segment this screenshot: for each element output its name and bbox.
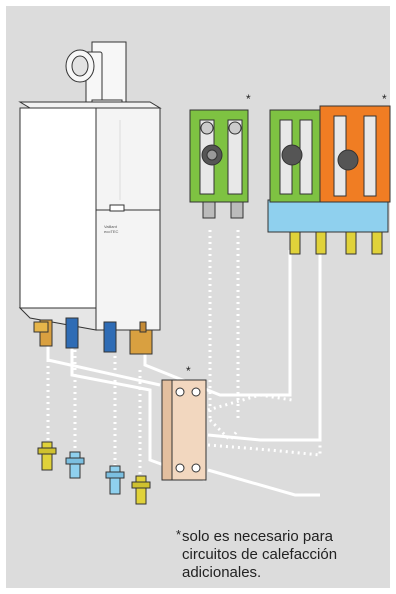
- manifold-outlet-2: [316, 232, 326, 254]
- footnote-line-3: adicionales.: [182, 564, 382, 582]
- dotted-line-exchanger-1: [208, 395, 292, 410]
- fitting-brass-1-valve: [34, 322, 48, 332]
- boiler-front-left: [20, 108, 96, 308]
- boiler-label: Vaillant ecoTEC: [104, 224, 118, 234]
- module-single-outlet-2: [231, 202, 243, 218]
- heat-exchanger-port-2: [192, 388, 200, 396]
- footnote-asterisk: *: [176, 526, 181, 544]
- solid-connection-module-1: [145, 250, 290, 395]
- fitting-brass-2: [130, 330, 152, 354]
- manifold-outlet-3: [346, 232, 356, 254]
- fitting-blue-1: [66, 318, 78, 348]
- boiler-label-line2: ecoTEC: [104, 229, 118, 234]
- fitting-lightblue-1: [70, 452, 80, 478]
- fitting-yellow-2: [136, 476, 146, 504]
- module-green-pump: [282, 145, 302, 165]
- dotted-line-exchanger-2: [208, 260, 320, 455]
- loose-fittings: [38, 442, 150, 504]
- module-double-marker: *: [382, 92, 387, 106]
- fitting-blue-2: [104, 322, 116, 352]
- module-single-gauge-2: [229, 122, 241, 134]
- manifold-outlet-4: [372, 232, 382, 254]
- single-circuit-module: [190, 110, 248, 218]
- fitting-yellow-1: [42, 442, 52, 470]
- boiler: [20, 102, 160, 330]
- heat-exchanger-side: [162, 380, 172, 480]
- heat-exchanger: [162, 380, 206, 480]
- heat-exchanger-port-1: [176, 388, 184, 396]
- fitting-yellow-2-nut: [132, 482, 150, 488]
- module-single-outlet-1: [203, 202, 215, 218]
- module-single-gauge-1: [201, 122, 213, 134]
- fitting-lightblue-1-nut: [66, 458, 84, 464]
- heat-exchanger-port-4: [192, 464, 200, 472]
- module-orange-pump: [338, 150, 358, 170]
- footnote-line-2: circuitos de calefacción: [182, 546, 382, 564]
- boiler-display: [110, 205, 124, 211]
- footnote: * solo es necesario para circuitos de ca…: [182, 528, 382, 582]
- flue-opening: [72, 56, 88, 76]
- double-circuit-module: [268, 106, 390, 254]
- solid-connection-bottom: [208, 470, 320, 495]
- boiler-bottom: [20, 308, 96, 330]
- module-orange-pipe-2: [364, 116, 376, 196]
- boiler-front-right: [96, 108, 160, 330]
- manifold-body: [268, 200, 388, 232]
- fitting-brass-2-top: [140, 322, 146, 332]
- heat-exchanger-port-3: [176, 464, 184, 472]
- solid-connection-module-2: [208, 250, 320, 440]
- boiler-top: [20, 102, 160, 108]
- heat-exchanger-marker: *: [186, 364, 191, 378]
- fitting-yellow-1-nut: [38, 448, 56, 454]
- manifold-outlet-1: [290, 232, 300, 254]
- fitting-lightblue-2-nut: [106, 472, 124, 478]
- flue-pipe: [66, 42, 126, 108]
- module-single-marker: *: [246, 92, 251, 106]
- fitting-lightblue-2: [110, 466, 120, 494]
- module-single-pump-center: [207, 150, 217, 160]
- footnote-line-1: solo es necesario para: [182, 528, 382, 546]
